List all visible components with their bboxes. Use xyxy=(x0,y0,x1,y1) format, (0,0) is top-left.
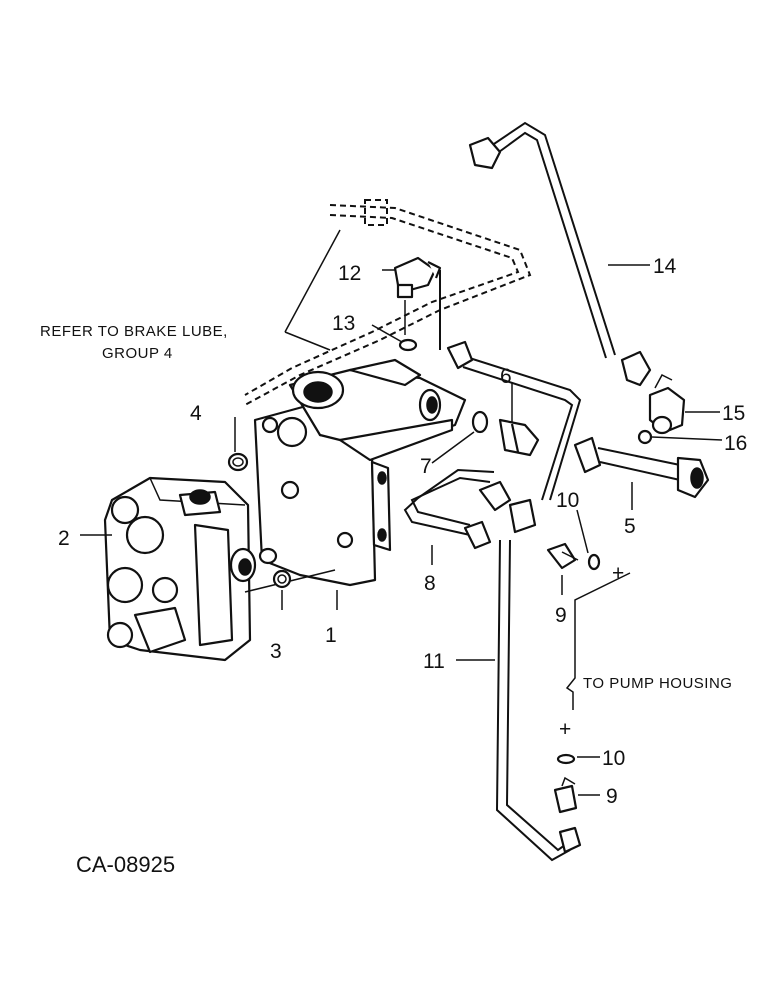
callout-15: 15 xyxy=(722,402,745,425)
plus-marker-lower: + xyxy=(559,718,571,741)
pump-body xyxy=(103,476,257,662)
pump-housing-note: TO PUMP HOUSING xyxy=(583,675,732,692)
callout-6: 6 xyxy=(500,365,512,388)
fitting-9-lower xyxy=(553,776,578,814)
elbow-12 xyxy=(393,256,442,299)
seal-4 xyxy=(227,452,249,472)
seal-16 xyxy=(637,429,653,445)
callout-14: 14 xyxy=(653,255,677,278)
callout-8: 8 xyxy=(424,572,436,595)
brake-lube-note-line2: GROUP 4 xyxy=(102,345,173,362)
callout-4: 4 xyxy=(190,402,202,425)
callout-16: 16 xyxy=(724,432,747,455)
seal-13 xyxy=(398,338,418,352)
callout-3: 3 xyxy=(270,640,282,663)
seal-10-upper xyxy=(587,553,601,571)
plus-marker-upper: + xyxy=(612,562,624,585)
callout-13: 13 xyxy=(332,312,355,335)
callout-11: 11 xyxy=(423,650,445,673)
seal-10-lower xyxy=(556,753,576,765)
tube-11 xyxy=(495,498,582,862)
supply-tube xyxy=(439,270,582,501)
seal-3 xyxy=(272,569,292,589)
drawing-code: CA-08925 xyxy=(76,852,175,877)
tube-14 xyxy=(468,121,652,387)
seal-3b xyxy=(258,547,278,565)
brake-lube-phantom-line xyxy=(244,199,532,406)
callout-2: 2 xyxy=(58,527,70,550)
callout-5: 5 xyxy=(624,515,636,538)
connector-6 xyxy=(498,418,540,457)
brake-lube-note-line1: REFER TO BRAKE LUBE, xyxy=(40,323,228,340)
callout-7: 7 xyxy=(420,455,432,478)
leader-lines xyxy=(80,229,723,796)
tube-5 xyxy=(573,436,710,499)
callout-10-upper: 10 xyxy=(556,489,579,512)
seal-7 xyxy=(471,410,489,434)
callout-10-lower: 10 xyxy=(602,747,625,770)
fitting-9-upper xyxy=(546,542,579,570)
callout-9-lower: 9 xyxy=(606,785,618,808)
elbow-15 xyxy=(648,374,686,435)
tube-8 xyxy=(403,468,512,550)
callout-12: 12 xyxy=(338,262,361,285)
callout-1: 1 xyxy=(325,624,337,647)
callout-9-upper: 9 xyxy=(555,604,567,627)
valve-block xyxy=(244,358,467,593)
